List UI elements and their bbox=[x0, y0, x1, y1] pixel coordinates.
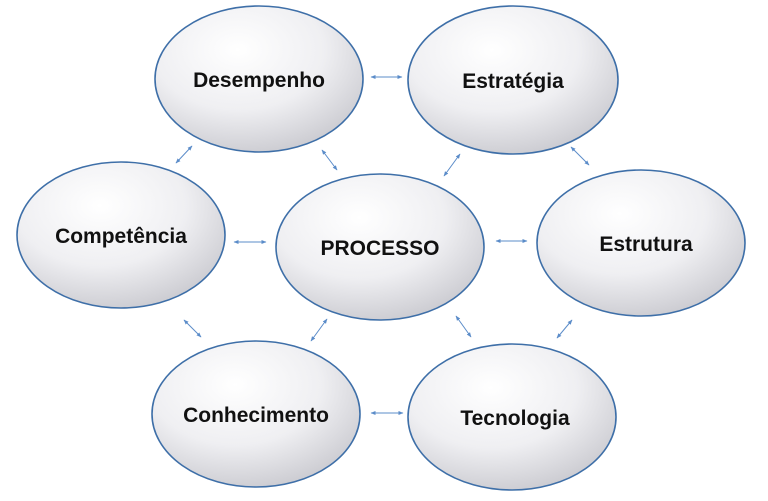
node-desempenho: Desempenho bbox=[154, 5, 364, 153]
node-estrategia: Estratégia bbox=[407, 5, 619, 155]
node-competencia-label: Competência bbox=[55, 225, 187, 248]
node-estrutura-ellipse bbox=[536, 169, 746, 317]
node-conhecimento-label: Conhecimento bbox=[183, 404, 329, 427]
node-estrategia-label: Estratégia bbox=[462, 70, 564, 93]
node-processo: PROCESSO bbox=[275, 173, 485, 321]
node-tecnologia-ellipse bbox=[407, 343, 617, 491]
node-conhecimento: Conhecimento bbox=[151, 340, 361, 488]
node-estrategia-ellipse bbox=[407, 5, 619, 155]
link-estrategia-estrutura bbox=[570, 146, 590, 166]
link-desempenho-processo bbox=[321, 149, 338, 171]
link-competencia-conhecimento bbox=[183, 319, 202, 338]
node-tecnologia: Tecnologia bbox=[407, 343, 617, 491]
node-desempenho-label: Desempenho bbox=[193, 69, 325, 92]
node-estrutura-label: Estrutura bbox=[599, 233, 693, 256]
links bbox=[175, 75, 590, 415]
link-processo-tecnologia bbox=[455, 315, 472, 338]
node-tecnologia-label: Tecnologia bbox=[460, 407, 570, 430]
link-conhecimento-processo bbox=[310, 318, 328, 342]
node-estrutura: Estrutura bbox=[536, 169, 746, 317]
link-estrutura-tecnologia bbox=[556, 319, 573, 339]
node-competencia: Competência bbox=[16, 161, 226, 309]
link-estrategia-processo bbox=[443, 153, 461, 177]
node-processo-label: PROCESSO bbox=[320, 237, 439, 260]
node-desempenho-ellipse bbox=[154, 5, 364, 153]
node-processo-ellipse bbox=[275, 173, 485, 321]
node-conhecimento-ellipse bbox=[151, 340, 361, 488]
node-competencia-ellipse bbox=[16, 161, 226, 309]
link-desempenho-competencia bbox=[175, 145, 193, 164]
